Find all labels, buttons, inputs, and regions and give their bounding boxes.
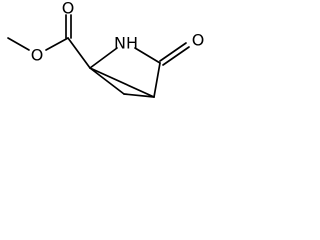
atom-label-lactam-carbonyl-oxygen: O: [192, 31, 205, 50]
bond-bridgehead2-ch2: [123, 93, 155, 98]
atom-label-ester-ether-oxygen: O: [31, 46, 44, 65]
bond-methyl-o: [7, 37, 30, 51]
atom-label-amide-nitrogen: NH: [114, 34, 138, 53]
bond-carbonyl-bridgehead: [67, 37, 91, 69]
bond-lactam-c-double-o-a: [159, 42, 187, 62]
chemical-structure: O O NH O: [7, 0, 205, 98]
bond-o-carbonyl-c: [45, 37, 69, 51]
bond-ch2-bridgehead1: [89, 67, 125, 95]
bond-n-lactam-c: [134, 47, 161, 64]
bond-lactam-c-double-o-b: [162, 46, 190, 66]
atom-label-ester-carbonyl-oxygen: O: [62, 0, 75, 18]
bond-bridgehead-n: [89, 47, 118, 69]
bond-lactam-c-bridgehead2: [153, 62, 161, 98]
bond-bridge-ch2: [89, 67, 155, 98]
